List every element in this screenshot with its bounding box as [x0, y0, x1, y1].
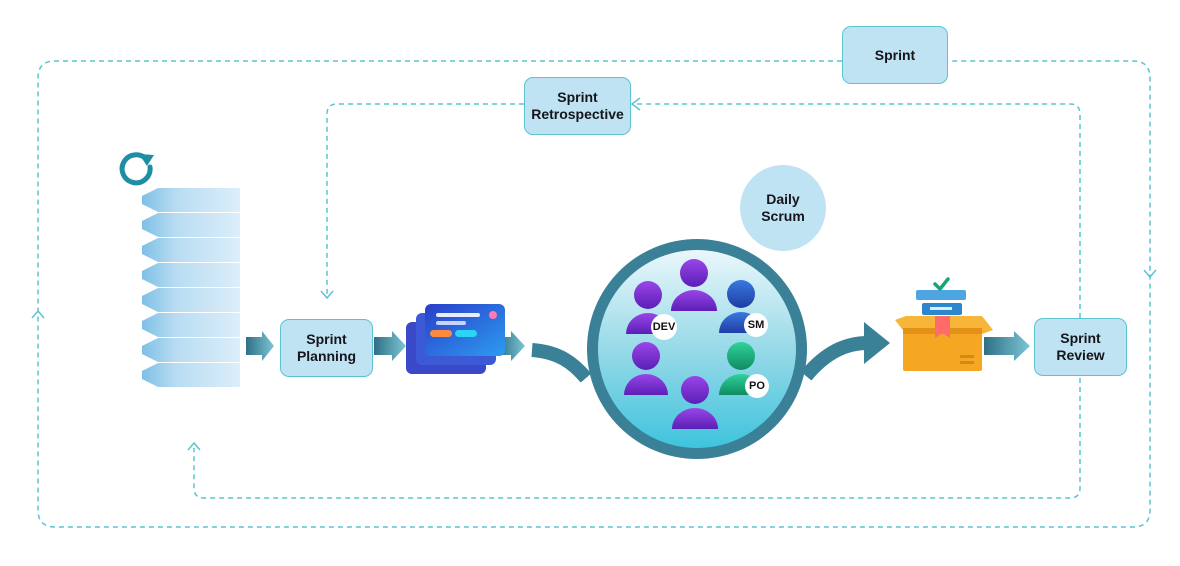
backlog-return-arrowhead — [187, 441, 201, 451]
planning-arrowhead — [320, 290, 334, 300]
sprint-label: Sprint — [842, 26, 948, 84]
retrospective-arrowhead — [630, 97, 641, 111]
sprint-backlog-cards-icon — [406, 304, 505, 374]
refresh-icon — [119, 152, 154, 186]
checkmark-icon — [933, 277, 950, 291]
sprint-retrospective-label: Sprint Retrospective — [524, 77, 631, 135]
retrospective-loop-line — [326, 103, 1081, 318]
sprint-loop-line — [37, 60, 1151, 528]
team-member-left — [624, 342, 668, 395]
dev-role-badge: DEV — [651, 314, 677, 340]
planning-to-cards-arrow — [374, 331, 406, 361]
backlog-stack-icon — [142, 188, 240, 387]
sprint-loop-up-arrow — [31, 309, 45, 319]
sprint-loop-down-arrow — [1143, 269, 1157, 279]
sprint-review-label: Sprint Review — [1034, 318, 1127, 376]
backlog-to-planning-arrow — [246, 331, 274, 361]
sm-role-badge: SM — [744, 313, 768, 337]
scrum-entry-curve — [531, 343, 592, 383]
team-member-top — [671, 259, 717, 311]
review-to-backlog-line — [193, 378, 1081, 499]
scrum-exit-curve — [800, 336, 869, 381]
team-member-bottom — [672, 376, 718, 429]
po-role-badge: PO — [745, 374, 769, 398]
increment-to-review-arrow — [984, 331, 1030, 361]
scrum-exit-arrowhead — [864, 322, 890, 364]
daily-scrum-label: Daily Scrum — [740, 165, 826, 251]
increment-box-icon — [895, 290, 993, 371]
sprint-planning-label: Sprint Planning — [280, 319, 373, 377]
